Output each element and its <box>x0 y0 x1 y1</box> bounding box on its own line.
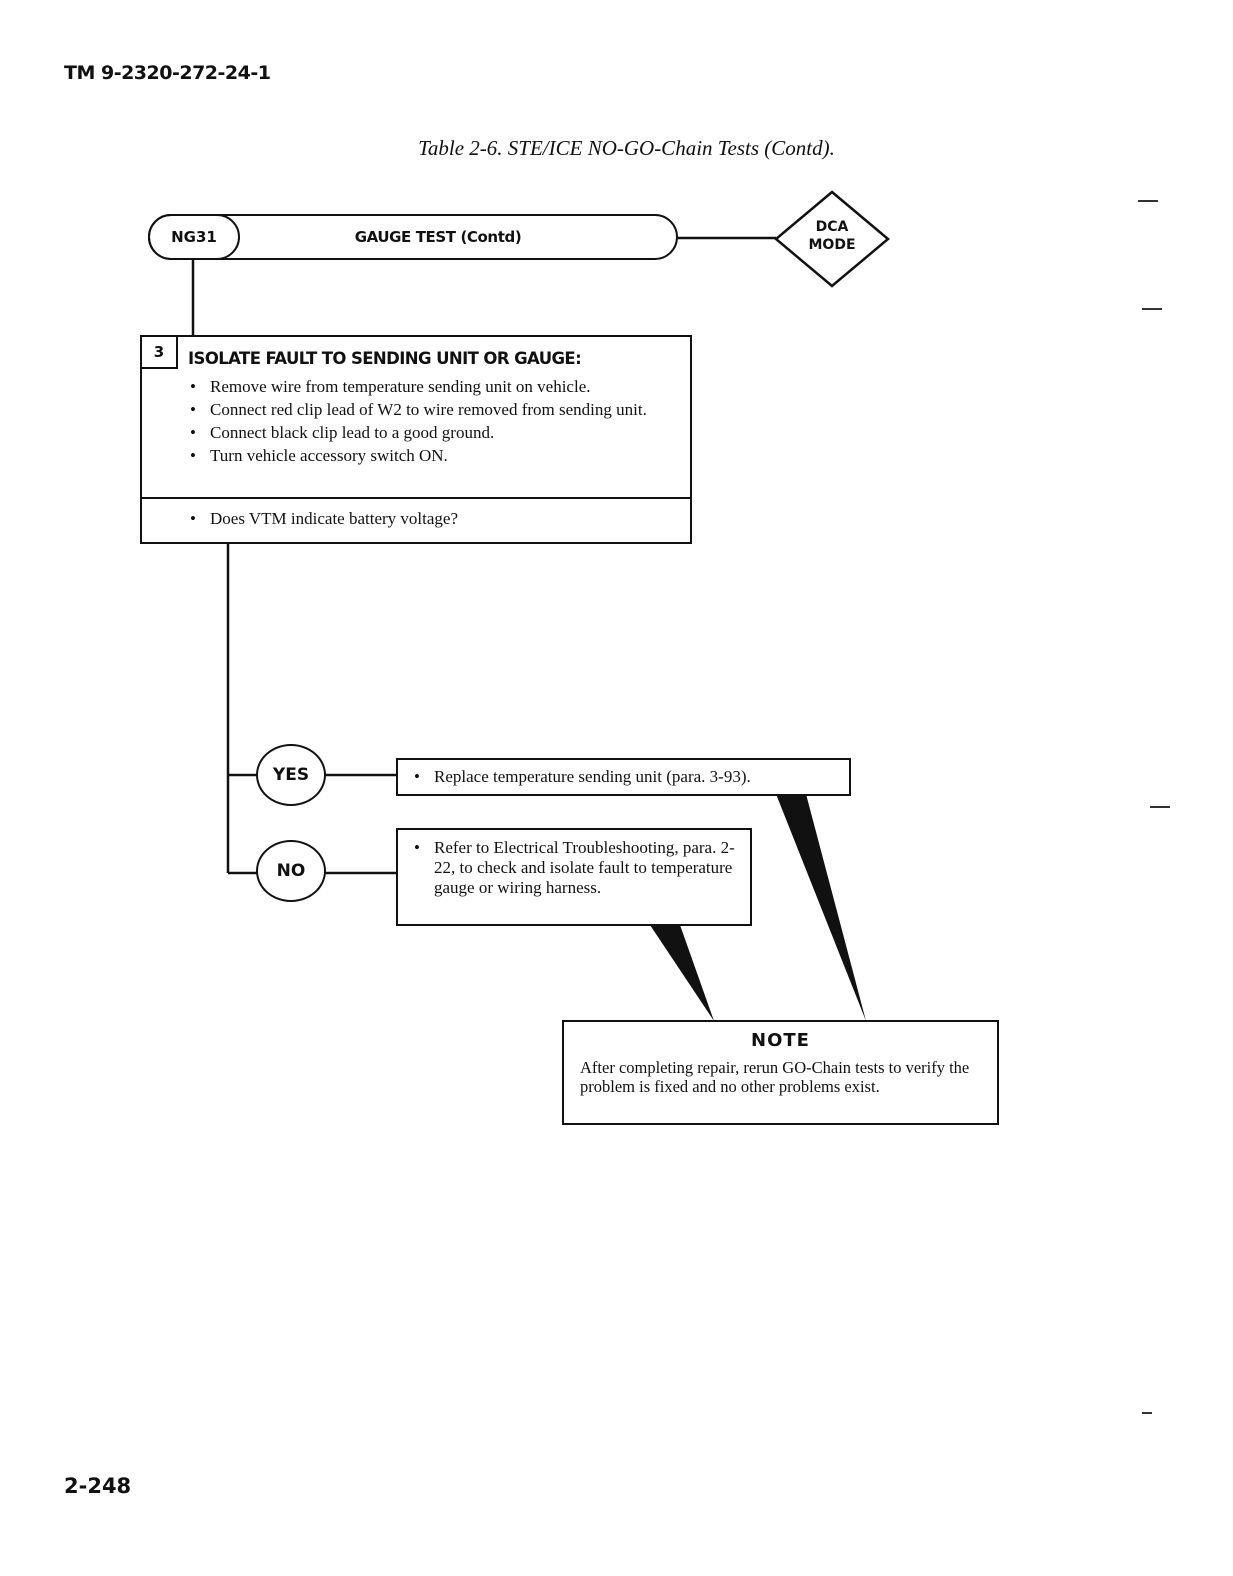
step-action-item: Connect black clip lead to a good ground… <box>190 423 690 443</box>
note-box: NOTE After completing repair, rerun GO-C… <box>562 1020 999 1125</box>
step-question: Does VTM indicate battery voltage? <box>190 509 458 529</box>
note-title: NOTE <box>751 1030 810 1051</box>
note-pointer-from-no <box>650 925 714 1021</box>
step-action-item: Remove wire from temperature sending uni… <box>190 377 690 397</box>
step-action-item: Turn vehicle accessory switch ON. <box>190 446 690 466</box>
step-divider <box>142 497 690 499</box>
yes-decision: YES <box>256 744 326 806</box>
step-heading: ISOLATE FAULT TO SENDING UNIT OR GAUGE: <box>188 349 582 368</box>
no-action-box: • Refer to Electrical Troubleshooting, p… <box>396 828 752 926</box>
document-number: TM 9-2320-272-24-1 <box>64 62 271 84</box>
mode-diamond <box>774 190 890 288</box>
test-title: GAUGE TEST (Contd) <box>354 228 522 246</box>
test-header: NG31 GAUGE TEST (Contd) <box>148 214 678 260</box>
bullet-icon: • <box>414 767 420 786</box>
step-action-item: Connect red clip lead of W2 to wire remo… <box>190 400 690 420</box>
page-number: 2-248 <box>64 1474 132 1498</box>
scan-edge-mark <box>1138 200 1158 202</box>
no-decision: NO <box>256 840 326 902</box>
scan-edge-mark <box>1142 1412 1152 1414</box>
scan-edge-mark <box>1142 308 1162 310</box>
bullet-icon: • <box>414 838 420 857</box>
step-number: 3 <box>140 335 178 369</box>
note-pointer-from-yes <box>776 794 866 1021</box>
no-action-text: Refer to Electrical Troubleshooting, par… <box>434 838 735 897</box>
yes-action-box: • Replace temperature sending unit (para… <box>396 758 851 796</box>
test-id-oval: NG31 <box>148 214 240 260</box>
note-text: After completing repair, rerun GO-Chain … <box>580 1058 970 1096</box>
step-action-list: Remove wire from temperature sending uni… <box>190 377 690 469</box>
table-caption: Table 2-6. STE/ICE NO-GO-Chain Tests (Co… <box>418 136 835 160</box>
yes-action-text: Replace temperature sending unit (para. … <box>434 767 751 786</box>
step-box: 3 ISOLATE FAULT TO SENDING UNIT OR GAUGE… <box>140 335 692 544</box>
mode-label: DCA MODE <box>808 219 856 253</box>
scan-edge-mark <box>1150 806 1170 808</box>
